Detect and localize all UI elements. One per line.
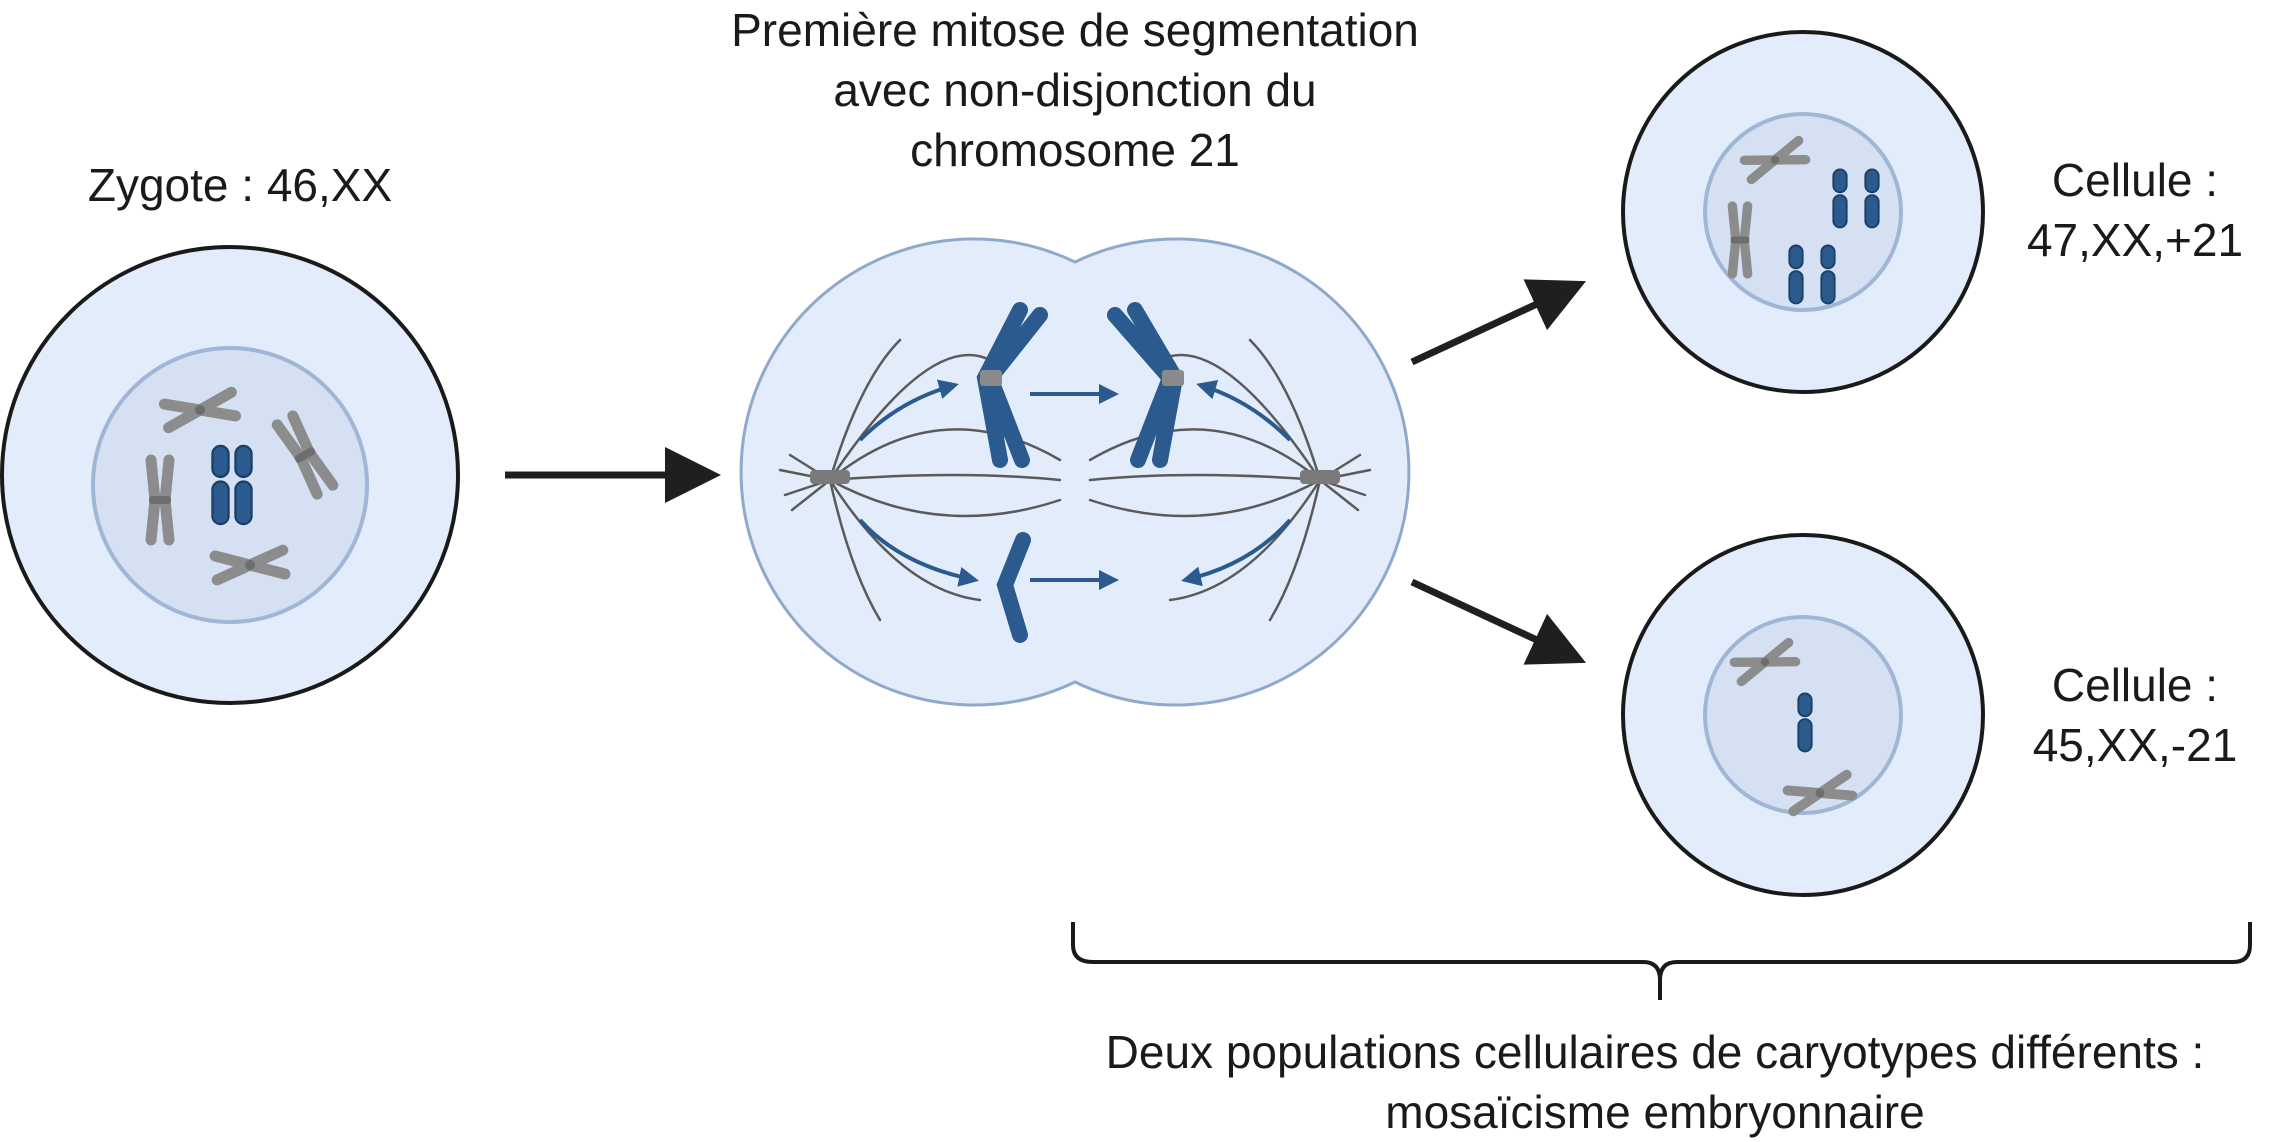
centrosome-icon [1300,470,1340,484]
cell-label-title: Cellule : [2051,659,2219,711]
mitotic-spindle-icon [778,338,1372,622]
zygote-cell [0,245,460,705]
cell-label-title: Cellule : [2051,154,2219,206]
zygote-label: Zygote : 46,XX [87,159,393,211]
cell-top-label: Cellule : 47,XX,+21 [2000,150,2270,270]
chromosome-21-icon [1820,244,1836,305]
daughter-cell-monosomic [1621,533,1985,897]
conclusion-line: Deux populations cellulaires de caryotyp… [1105,1026,2205,1078]
karyotype-text: 47,XX,+21 [2026,214,2244,266]
arrow-icon [1410,578,1587,665]
chromosome-21-icon [996,532,1031,643]
chromosome-21-icon [1797,692,1813,753]
conclusion-line: mosaïcisme embryonnaire [1385,1086,1925,1138]
chromosome-21-icon [1832,168,1848,229]
mitosis-title-line: avec non-disjonction du [833,64,1317,116]
centrosome-icon [810,470,850,484]
daughter-cell-trisomic [1621,30,1985,394]
conclusion-text: Deux populations cellulaires de caryotyp… [1030,1022,2280,1142]
mitosis-title-line: Première mitose de segmentation [731,4,1419,56]
mitosis-title-line: chromosome 21 [910,124,1240,176]
curly-brace-icon [1071,922,2252,1000]
cell-bottom-label: Cellule : 45,XX,-21 [2000,655,2270,775]
dividing-cell [739,237,1411,707]
mitosis-title: Première mitose de segmentation avec non… [640,0,1510,180]
karyotype-text: 45,XX,-21 [2032,719,2238,771]
arrow-icon [1410,279,1587,366]
chromosome-21-icon [1864,168,1880,229]
chromosome-21-icon [1788,244,1804,305]
